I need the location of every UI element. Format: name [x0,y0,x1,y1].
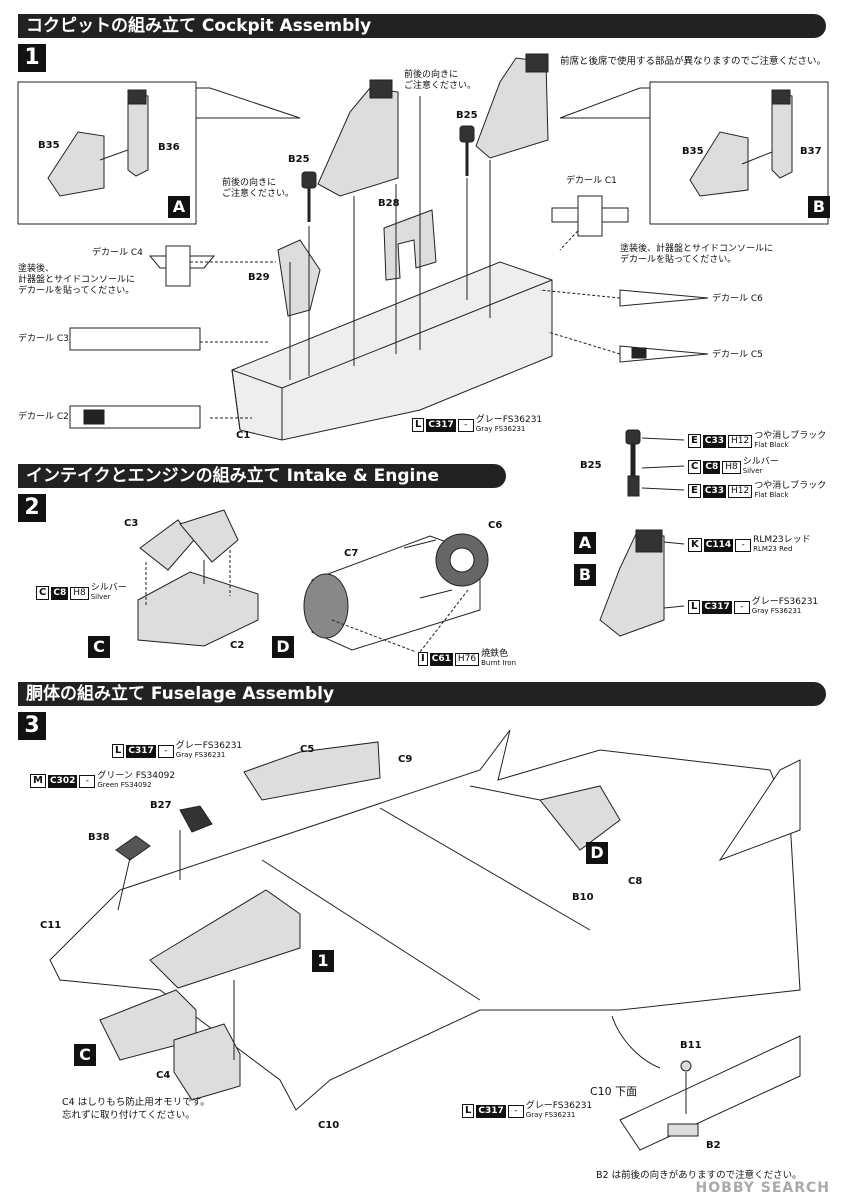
part-label-b36: B36 [158,142,180,153]
part-label-b11: B11 [680,1040,702,1051]
decal-label-c4: デカール C4 [92,248,143,258]
section-header-cockpit: コクピットの組み立て Cockpit Assembly [18,14,826,38]
callout-marker-b-seat: B [574,564,596,586]
part-label-c8: C8 [628,876,643,887]
part-label-b25-paint: B25 [580,460,602,471]
part-label-c10: C10 [318,1120,340,1131]
part-label-b37: B37 [800,146,822,157]
section-header-fuselage: 胴体の組み立て Fuselage Assembly [18,682,826,706]
step-number-3: 3 [18,712,46,740]
part-label-b35-b: B35 [682,146,704,157]
part-label-c7: C7 [344,548,359,559]
note-b2-orientation: B2 は前後の向きがありますので注意ください。 [596,1170,802,1181]
decal-label-c6: デカール C6 [712,294,763,304]
part-label-b10: B10 [572,892,594,903]
part-label-b35-a: B35 [38,140,60,151]
watermark: HOBBY SEARCH [695,1180,830,1196]
step-number-2: 2 [18,494,46,522]
note-decal-right: 塗装後、計器盤とサイドコンソールに デカールを貼ってください。 [620,244,774,265]
part-label-c2: C2 [230,640,245,651]
callout-marker-c: C [88,636,110,658]
part-label-b25-right: B25 [456,110,478,121]
note-seat-difference: 前席と後席で使用する部品が異なりますのでご注意ください。 [560,56,827,67]
part-label-c9: C9 [398,754,413,765]
callout-marker-d: D [272,636,294,658]
note-orientation-top: 前後の向きに ご注意ください。 [404,70,477,91]
part-label-c1: C1 [236,430,251,441]
note-orientation-left: 前後の向きに ご注意ください。 [222,178,295,199]
note-decal-left: 塗装後、 計器盤とサイドコンソールに デカールを貼ってください。 [18,264,136,296]
part-label-c3: C3 [124,518,139,529]
part-label-b29: B29 [248,272,270,283]
callout-marker-a: A [168,196,190,218]
note-c4-weight: C4 はしりもち防止用オモリです。 忘れずに取り付けてください。 [62,1097,210,1121]
step-number-1: 1 [18,44,46,72]
part-label-b38: B38 [88,832,110,843]
decal-label-c1: デカール C1 [566,176,617,186]
callout-marker-step-1: 1 [312,950,334,972]
callout-marker-b: B [808,196,830,218]
decal-label-c3: デカール C3 [18,334,69,344]
label-c10-bottom: C10 下面 [590,1085,638,1098]
callout-marker-d-fuselage: D [586,842,608,864]
part-label-b27: B27 [150,800,172,811]
part-label-c4: C4 [156,1070,171,1081]
section-header-intake-engine: インテイクとエンジンの組み立て Intake & Engine Assembly [18,464,506,510]
part-label-b28: B28 [378,198,400,209]
callout-marker-a-seat: A [574,532,596,554]
part-label-b2: B2 [706,1140,721,1151]
decal-label-c5: デカール C5 [712,350,763,360]
part-label-c6: C6 [488,520,503,531]
callout-marker-c-fuselage: C [74,1044,96,1066]
decal-label-c2: デカール C2 [18,412,69,422]
part-label-c11: C11 [40,920,62,931]
part-label-c5: C5 [300,744,315,755]
part-label-b25-left: B25 [288,154,310,165]
